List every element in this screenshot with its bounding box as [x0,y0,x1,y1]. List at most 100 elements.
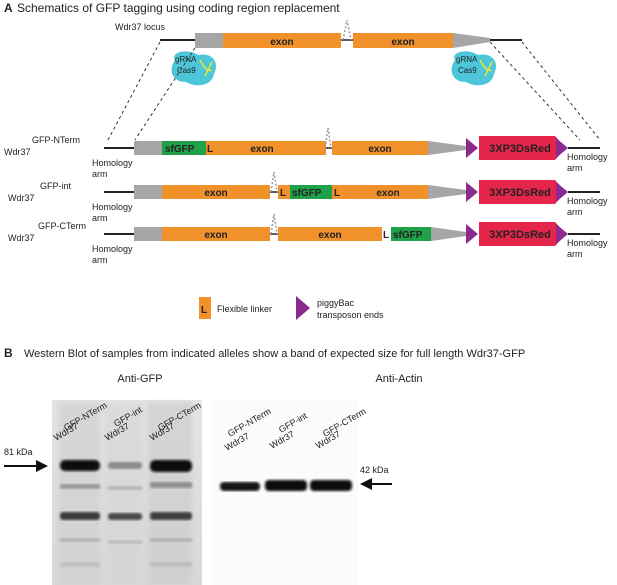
exon-block [353,33,453,48]
construct-gene: Wdr37 [8,193,35,203]
exon-label: exon [368,144,391,155]
utr-3-block [428,141,466,155]
construct-gfp-cterm: GFP-CTerm Wdr37 exon exon L sfGFP 3XP3Ds… [8,213,608,265]
legend-linker-swatch [199,297,211,319]
construct-name: GFP-NTerm [32,135,80,145]
blot-gfp-title: Anti-GFP [117,373,162,385]
exon-block [206,141,326,155]
dsred-label: 3XP3DsRed [489,187,551,199]
intron-caret [270,171,278,193]
sfgfp-label: sfGFP [165,144,195,155]
legend-piggybac-icon [296,296,310,320]
exon-block [332,141,428,155]
homology-arm-right-2: arm [567,207,583,217]
utr-3-block [431,227,466,241]
construct-gfp-int: GFP-int Wdr37 exon L sfGFP L exon 3XP3Ds… [8,171,608,223]
legend-linker-letter: L [201,305,207,316]
exon-block [332,185,428,199]
wdr37-locus: Wdr37 locus exon exon [115,19,522,48]
construct-name: GFP-CTerm [38,221,86,231]
panel-b-title: Western Blot of samples from indicated a… [24,348,525,360]
grna-strand [479,59,493,77]
utr-3-block [453,33,490,48]
exon-label: exon [204,188,227,199]
replacement-guides [107,41,601,141]
band-gfp-cterm [150,460,192,472]
sfgfp-block [162,141,206,155]
homology-arm-right: Homology [567,196,608,206]
homology-arm-left: Homology [92,158,133,168]
homology-arm-left: Homology [92,202,133,212]
grna-label: gRNA [456,55,478,64]
dsred-cassette [479,136,566,160]
linker-label: L [383,230,389,241]
marker-42kda: 42 kDa [360,465,389,475]
piggybac-end-icon [466,138,478,158]
exon-label: exon [250,144,273,155]
dsred-cassette [479,222,566,246]
exon-block [223,33,341,48]
cas9-label: Cas9 [458,66,477,75]
blot-actin-title: Anti-Actin [375,373,422,385]
panel-a-title: Schematics of GFP tagging using coding r… [17,1,340,15]
piggybac-end-icon [466,224,478,244]
utr-5-block [134,185,162,199]
construct-gene: Wdr37 [4,147,31,157]
piggybac-end-icon [556,182,568,202]
intron-caret [342,19,352,41]
legend: L Flexible linker piggyBac transposon en… [199,296,384,320]
exon-label: exon [204,230,227,241]
grna-strand [199,59,213,77]
legend-piggybac-label-1: piggyBac [317,298,355,308]
sfgfp-label: sfGFP [393,230,423,241]
piggybac-end-icon [556,224,568,244]
homology-arm-right: Homology [567,152,608,162]
panel-b-letter: B [4,346,13,360]
intron-caret [324,127,332,149]
construct-gene: Wdr37 [8,233,35,243]
band-actin-int [265,480,307,491]
homology-arm-left-2: arm [92,213,108,223]
utr-5-block [134,141,162,155]
homology-arm-right-2: arm [567,163,583,173]
homology-arm-left-2: arm [92,255,108,265]
homology-arm-right: Homology [567,238,608,248]
exon-block [162,227,270,241]
linker-block [278,185,290,199]
exon-label: exon [391,37,414,48]
cas9-left: gRNA Cas9 [171,51,217,86]
sfgfp-block [391,227,431,241]
band-actin-nterm [220,482,260,491]
grna-label: gRNA [175,55,197,64]
arrow-right-icon [4,460,48,472]
homology-arm-left: Homology [92,244,133,254]
homology-arm-left-2: arm [92,169,108,179]
panel-a-letter: A [4,1,13,15]
utr-5-block [195,33,223,48]
marker-81kda: 81 kDa [4,447,33,457]
homology-arm-right-2: arm [567,249,583,259]
legend-linker-label: Flexible linker [217,304,272,314]
construct-gfp-nterm: GFP-NTerm Wdr37 sfGFP L exon exon 3XP3Ds… [4,127,608,179]
cas9-label: Cas9 [177,66,196,75]
piggybac-end-icon [466,182,478,202]
exon-label: exon [270,37,293,48]
cas9-shape [171,51,217,86]
cas9-right: gRNA Cas9 [451,51,497,86]
exon-label: exon [318,230,341,241]
linker-label: L [334,188,340,199]
exon-block [278,227,382,241]
intron-caret [270,213,278,235]
band-gfp-nterm [60,460,100,471]
utr-5-block [134,227,162,241]
blot-anti-gfp [52,400,202,585]
linker-label: L [280,188,286,199]
construct-name: GFP-int [40,181,72,191]
exon-label: exon [376,188,399,199]
sfgfp-block [290,185,332,199]
blot-membrane [212,400,358,585]
sfgfp-label: sfGFP [292,188,322,199]
linker-label: L [207,144,213,155]
locus-label: Wdr37 locus [115,22,166,32]
